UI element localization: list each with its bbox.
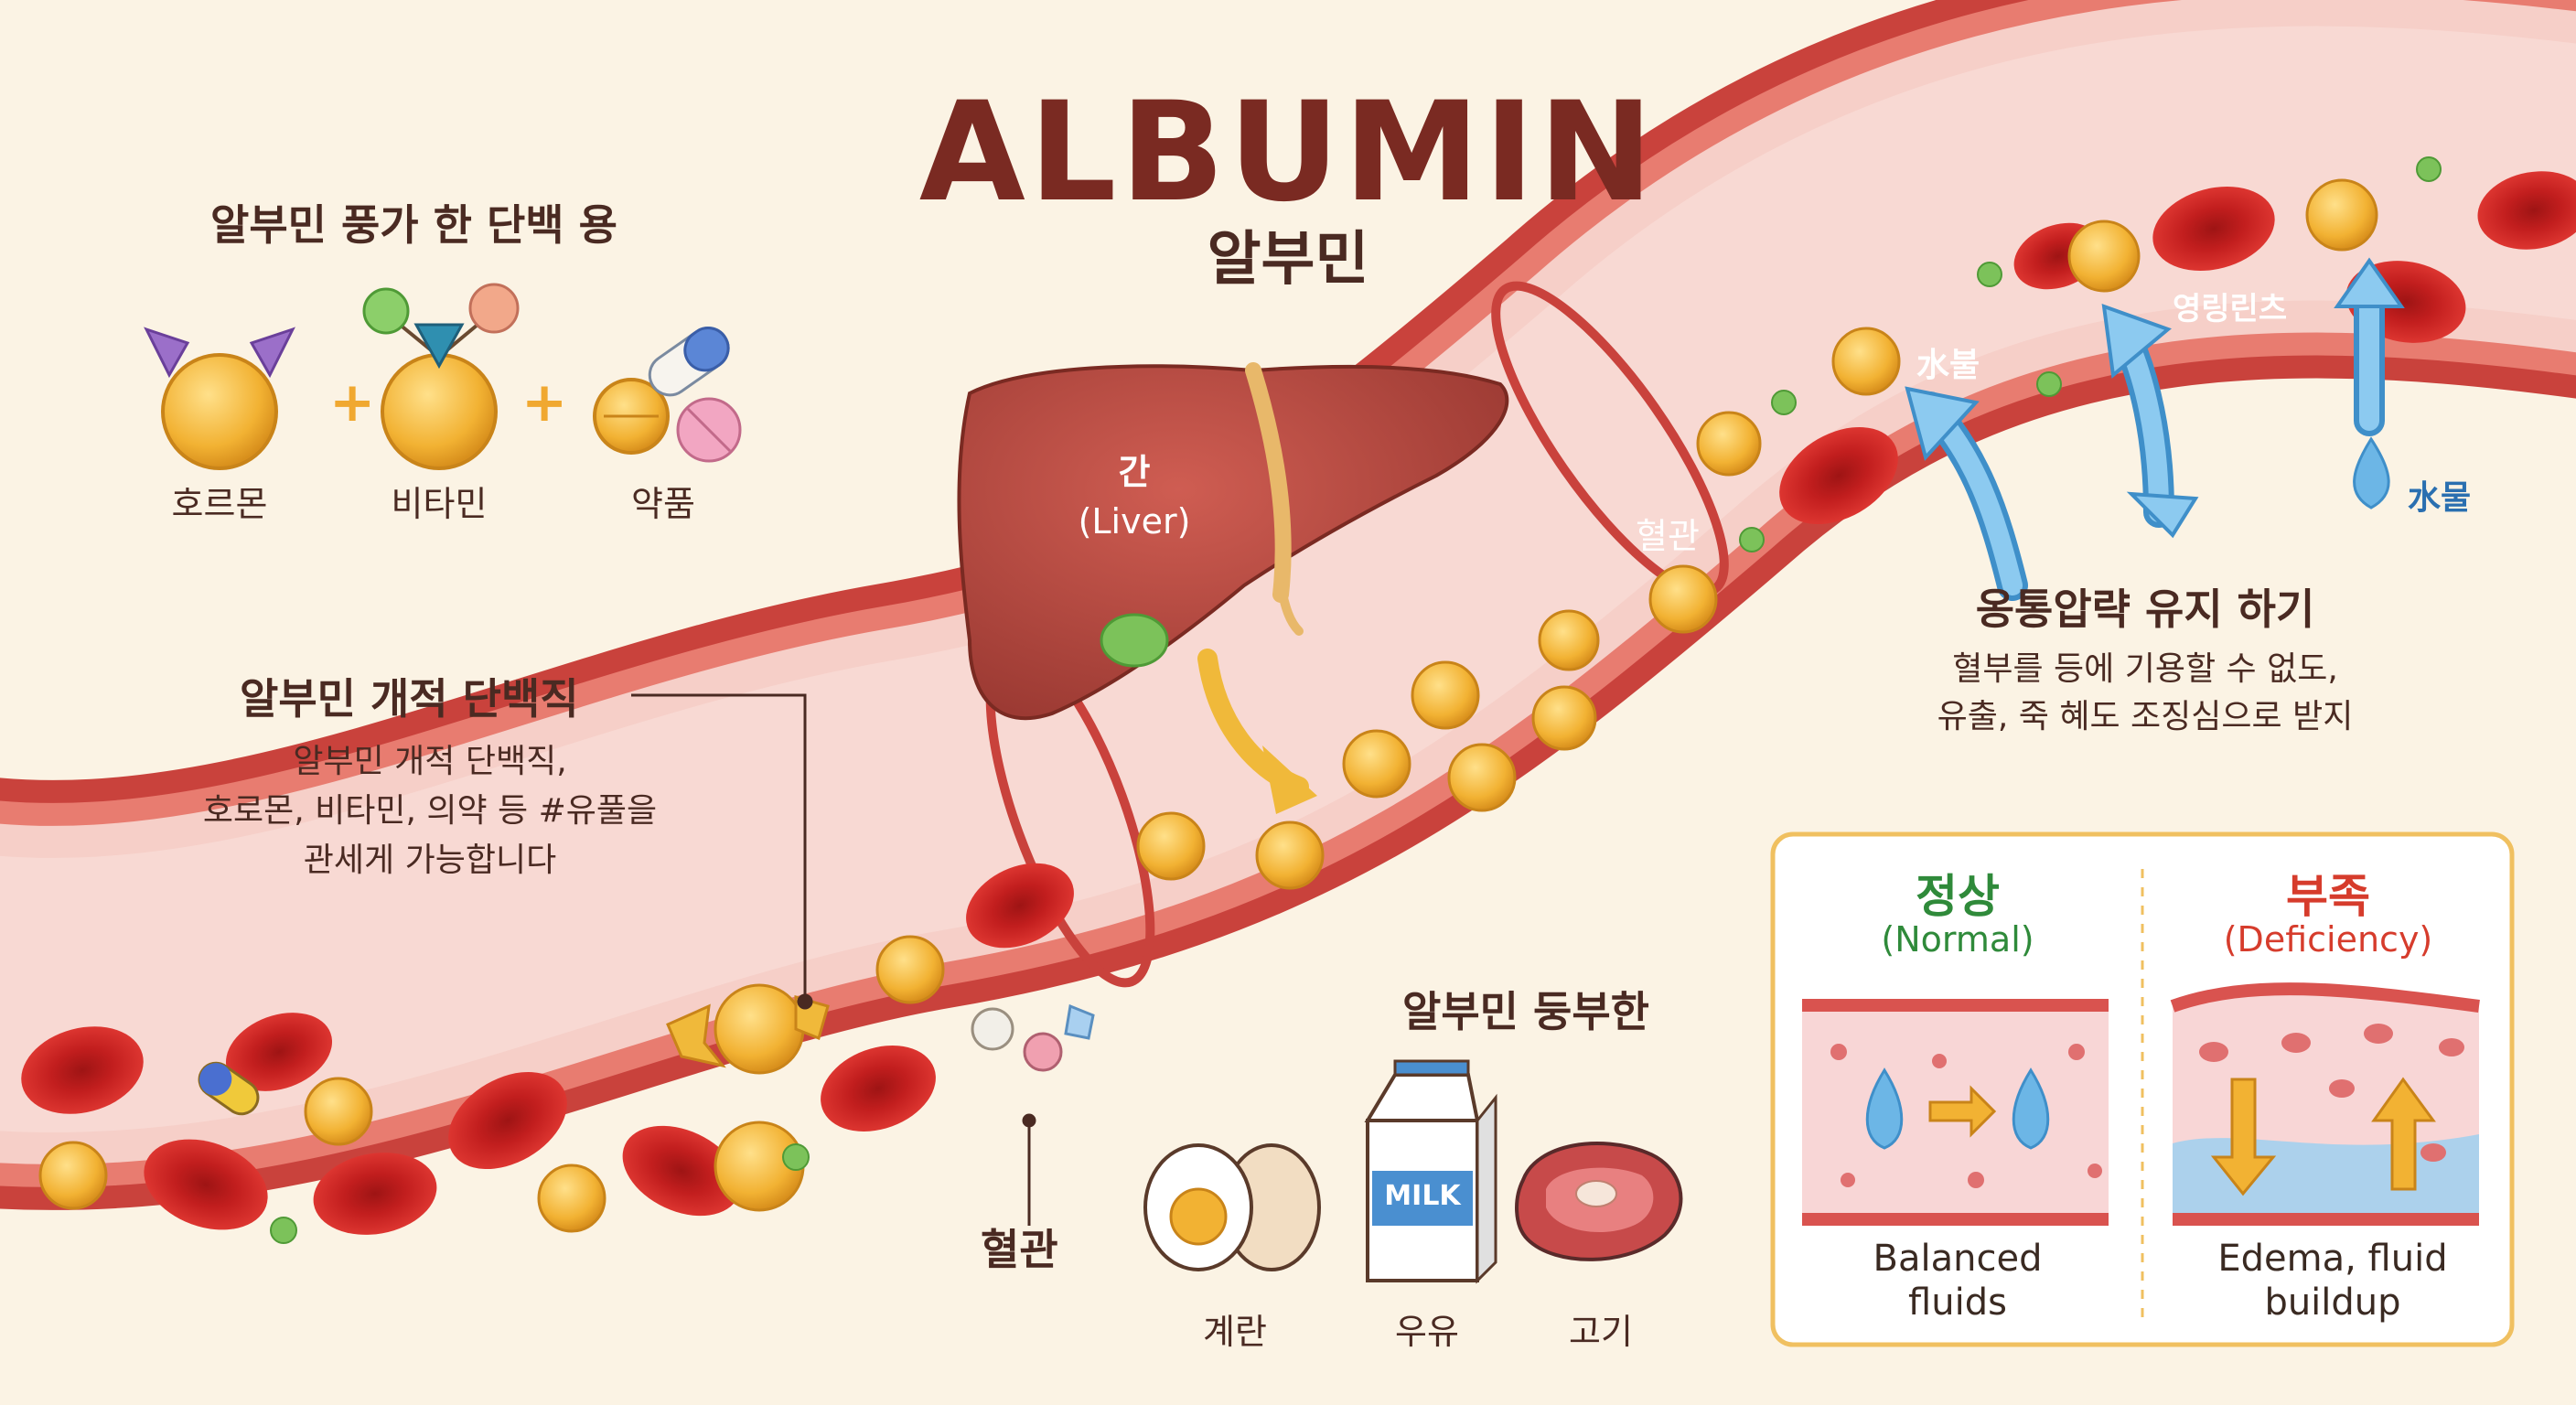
liver-illustration [957,362,1509,814]
normal-caption: Balanced fluids [1873,1238,2043,1324]
svg-text:+: + [521,370,567,434]
milk-carton-text: MILK [1384,1180,1461,1212]
deficiency-subtitle: (Deficiency) [2223,919,2433,960]
carrier-pointer [631,693,1036,1226]
lymph-label: 영링린츠 [2173,291,2288,327]
transport-icons: + + [144,283,742,470]
liver-label: 간 [1118,452,1151,492]
food-icons [1143,1059,1683,1284]
egg-label: 계란 [1203,1312,1267,1352]
carrier-line-1: 알부민 개적 단백직, [293,743,567,780]
osmotic-line-1: 혈부를 등에 기용할 수 없도, [1952,650,2338,688]
foods-heading: 알부민 둥부한 [1402,987,1649,1036]
osmotic-heading: 옹통압략 유지 하기 [1975,585,2315,634]
carrier-line-2: 호로몬, 비타민, 의약 등 #유풀을 [202,792,658,830]
page-title: ALBUMIN [918,73,1658,232]
osmotic-arrows [1905,257,2405,601]
vessel-cargo [198,983,1095,1116]
page-subtitle: 알부민 [1207,226,1369,294]
albumin-particles [38,178,2378,1233]
water-label-right: 水물 [2408,479,2472,517]
deficiency-caption: Edema, fluid buildup [2217,1238,2448,1324]
red-blood-cells [21,171,2576,1235]
meat-label: 고기 [1569,1312,1633,1352]
comparison-panel [1770,831,2515,1347]
transport-heading: 알부민 풍가 한 단백 용 [210,200,617,250]
pill-label: 약품 [631,484,695,524]
carrier-line-3: 관세게 가능합니다 [303,842,557,879]
carrier-heading: 알부민 개적 단백직 [240,674,579,724]
normal-title: 정상 [1916,870,2000,923]
svg-text:+: + [329,370,375,434]
blood-vessel [0,0,2576,1210]
vessel-label: 혈관 [981,1225,1058,1274]
deficiency-title: 부족 [2286,870,2370,923]
vitamin-label: 비타민 [391,484,488,524]
small-particles [270,156,2442,1244]
normal-subtitle: (Normal) [1881,919,2034,960]
liver-english-label: (Liver) [1078,501,1191,542]
hormone-label: 호르몬 [171,484,268,524]
vessel-inner-label: 혈관 [1636,516,1700,556]
milk-label: 우유 [1395,1312,1459,1352]
osmotic-line-2: 유출, 죽 혜도 조징심으로 받지 [1937,698,2354,735]
water-label-left: 水불 [1916,347,1980,384]
